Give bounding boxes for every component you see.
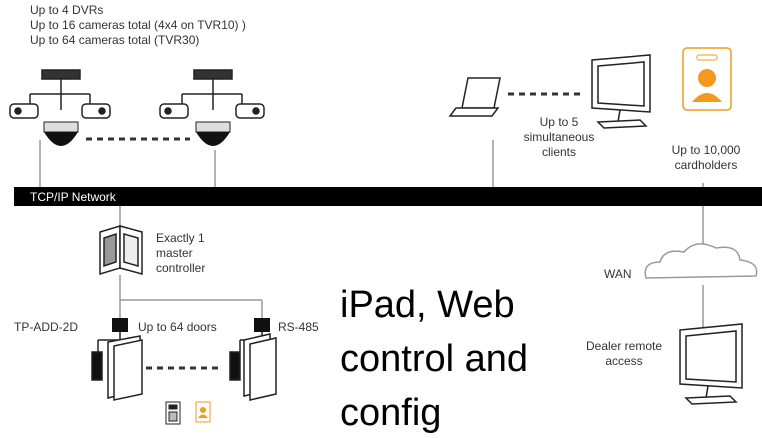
overlay-text-line3: config — [340, 392, 442, 434]
controller-label-2: master — [156, 246, 193, 260]
clients-label-3: clients — [541, 145, 576, 159]
wan-cloud-icon — [644, 243, 758, 279]
small-badge-icon — [195, 401, 211, 423]
remote-label-2: access — [605, 354, 643, 368]
clients-label-1: Up to 5 — [539, 115, 579, 129]
overlay-text-line1: iPad, Web — [340, 284, 515, 326]
remote-label-1: Dealer remote — [585, 339, 663, 353]
door-right-icon — [229, 332, 277, 401]
dome-left — [43, 121, 79, 146]
connector-lines — [39, 140, 704, 330]
dome-right — [195, 121, 231, 146]
dvr-info-line3: Up to 64 cameras total (TVR30) — [30, 33, 200, 47]
doors-label: Up to 64 doors — [138, 320, 217, 334]
reader-right-label: RS-485 — [278, 320, 319, 334]
network-bar — [14, 187, 762, 206]
clients-label-2: simultaneous — [523, 130, 595, 144]
controller-label-1: Exactly 1 — [156, 231, 205, 245]
dvr-info-line1: Up to 4 DVRs — [30, 3, 104, 17]
reader-left-box — [112, 318, 128, 332]
dvr-right — [181, 69, 243, 110]
monitor-icon — [591, 54, 651, 129]
camera-left-a — [9, 103, 39, 119]
cardholders-label-2: cardholders — [674, 158, 738, 172]
master-controller-icon — [99, 224, 143, 276]
door-left-icon — [91, 332, 143, 401]
keypad-icon — [165, 401, 181, 425]
camera-left-b — [81, 103, 111, 119]
overlay-text-line2: control and — [340, 338, 529, 380]
dvr-info-line2: Up to 16 cameras total (4x4 on TVR10) ) — [30, 18, 246, 32]
controller-label-3: controller — [156, 261, 206, 275]
reader-right-box — [254, 318, 270, 332]
cardholders-label-1: Up to 10,000 — [671, 143, 741, 157]
camera-right-a — [159, 103, 189, 119]
laptop-icon — [448, 77, 501, 117]
network-label: TCP/IP Network — [30, 190, 116, 204]
reader-left-label: TP-ADD-2D — [14, 320, 79, 334]
camera-right-b — [235, 103, 265, 119]
cardholder-badge-icon — [682, 47, 732, 111]
dvr-left — [29, 69, 91, 110]
wan-label: WAN — [604, 267, 632, 281]
remote-monitor-icon — [679, 323, 743, 405]
